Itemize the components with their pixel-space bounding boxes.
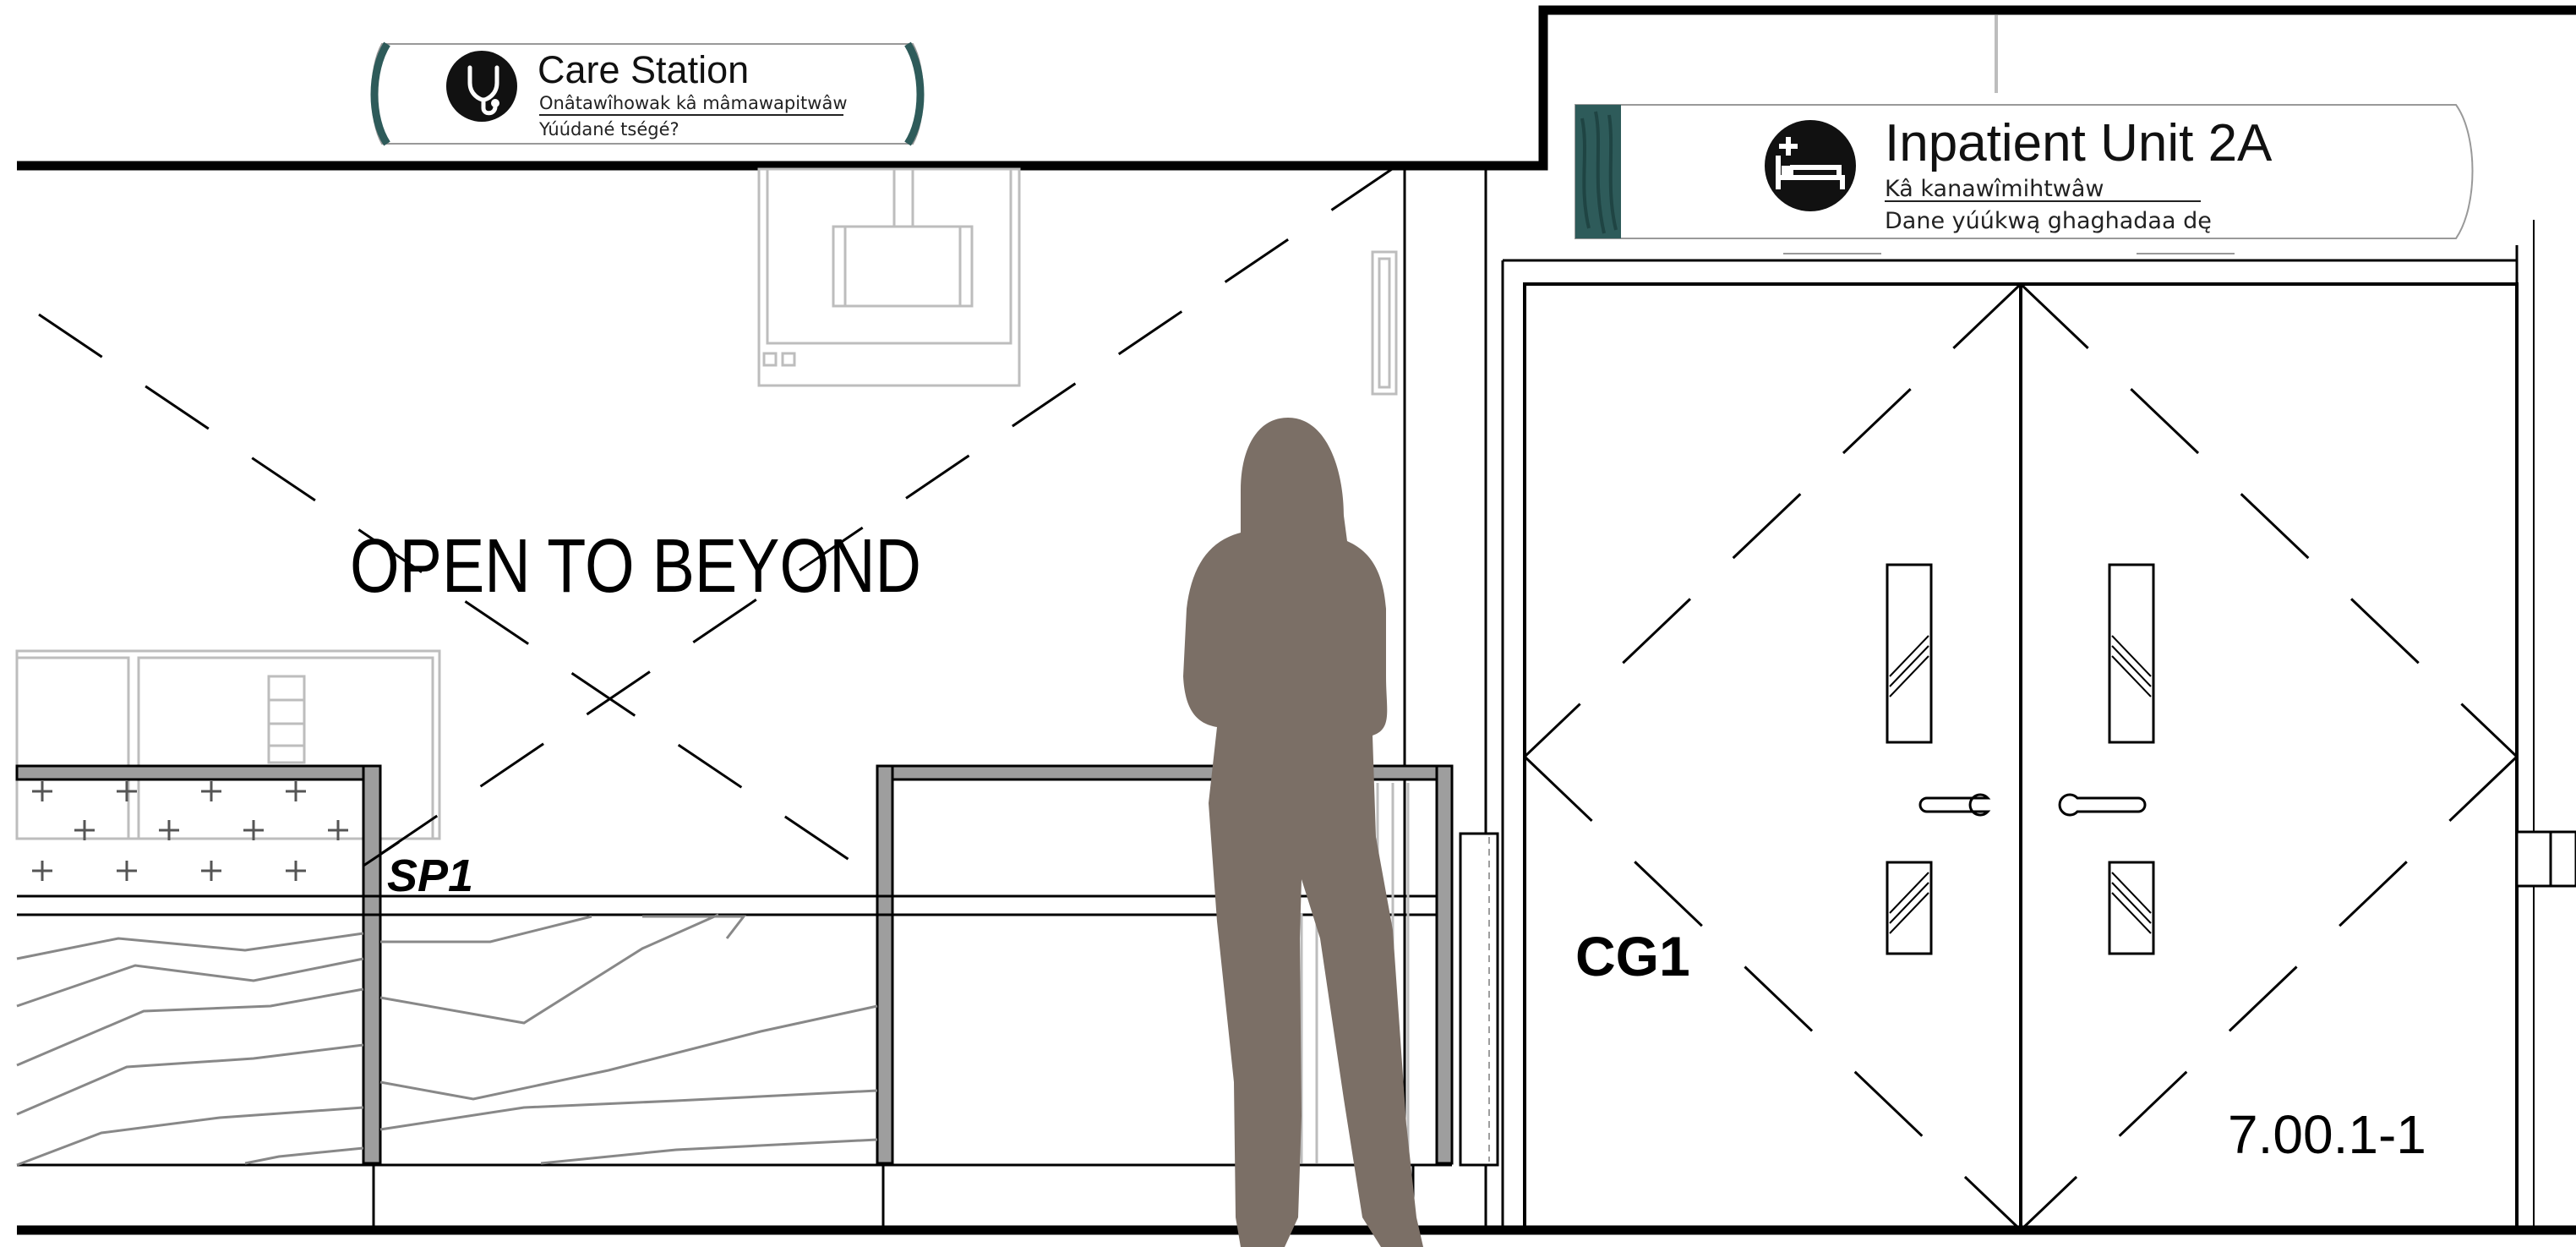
inpatient-dene: Dane yúúkwą ghaghadaa dę <box>1885 208 2212 234</box>
background-fixture <box>15 167 1398 840</box>
hospital-bed-icon <box>1765 120 1856 211</box>
care-station-cree: Onâtawîhowak kâ mâmawapitwâw <box>539 93 848 113</box>
inpatient-unit-sign: Inpatient Unit 2A Kâ kanawîmihtwâw Dane … <box>1575 104 2474 254</box>
care-station-title: Care Station <box>538 48 749 91</box>
stethoscope-icon <box>446 51 517 122</box>
sign-accent-texture <box>1580 111 1618 234</box>
counter-plus-pattern <box>32 781 348 881</box>
open-to-beyond-label: OPEN TO BEYOND <box>350 524 921 609</box>
inpatient-title: Inpatient Unit 2A <box>1885 114 2273 172</box>
door-swing-markers <box>1523 282 2519 1232</box>
inpatient-cree: Kâ kanawîmihtwâw <box>1885 176 2104 202</box>
door-number-label: 7.00.1-1 <box>2228 1104 2426 1165</box>
counter-wave-pattern <box>16 913 878 1167</box>
person-silhouette <box>1183 418 1423 1247</box>
care-station-sign: Care Station Onâtawîhowak kâ mâmawapitwâ… <box>370 41 925 146</box>
annotations: OPEN TO BEYOND SP1 CG1 7.00.1-1 <box>350 524 2426 1165</box>
door-handles <box>1918 793 2147 817</box>
sp1-label: SP1 <box>387 850 473 901</box>
door-vision-panels <box>1886 563 2155 955</box>
care-station-dene: Yúúdané tségé? <box>538 119 679 139</box>
double-doors <box>1523 282 2576 1232</box>
cg1-label: CG1 <box>1575 925 1690 987</box>
open-to-beyond-markers <box>38 166 1395 876</box>
